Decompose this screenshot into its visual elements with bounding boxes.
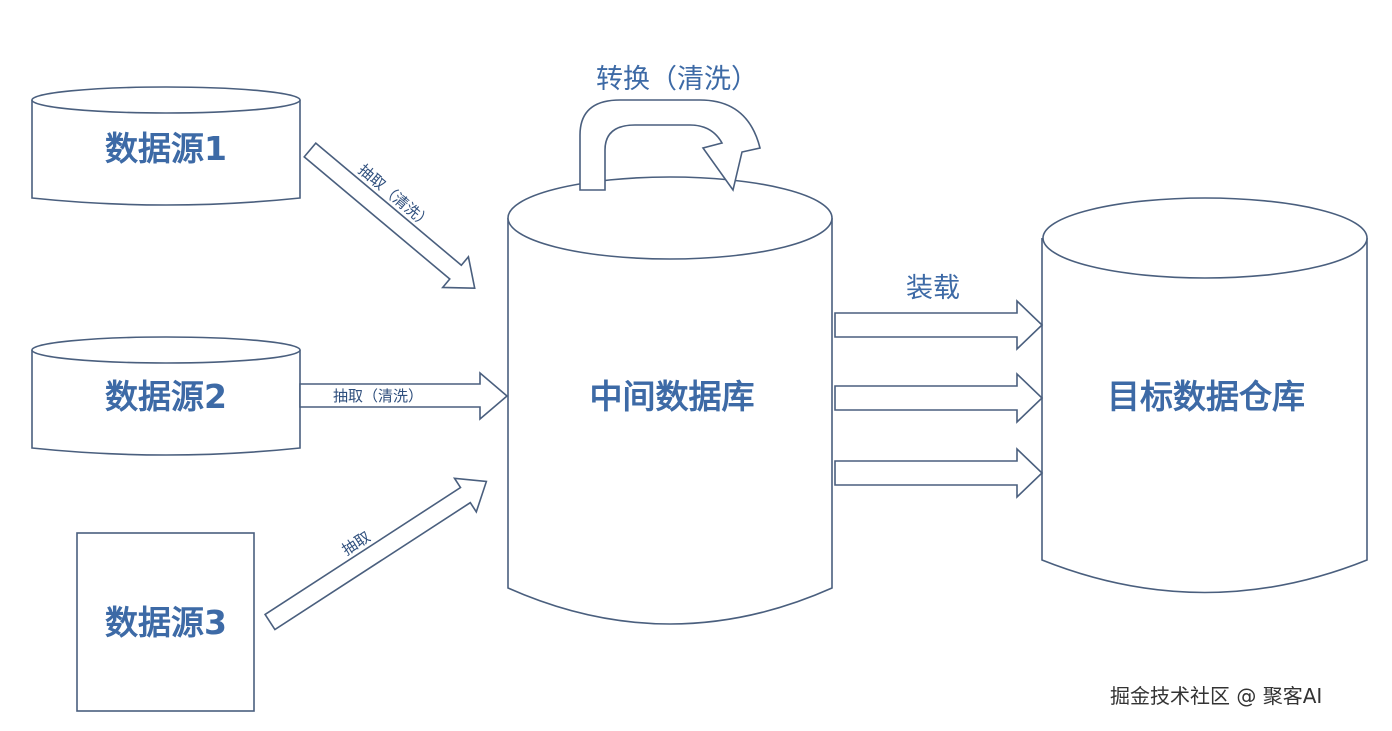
extract-arrow-3: 抽取 <box>263 477 488 631</box>
load-arrows: 装载 <box>834 273 1044 499</box>
source2-cylinder: 数据源2 <box>31 336 301 456</box>
source2-label: 数据源2 <box>105 377 227 416</box>
transform-label: 转换（清洗） <box>596 64 758 95</box>
intermediate-db-cylinder: 中间数据库 <box>507 176 833 625</box>
target-warehouse-label: 目标数据仓库 <box>1107 377 1305 416</box>
load-arrow-2 <box>834 372 1044 424</box>
target-warehouse-cylinder: 目标数据仓库 <box>1041 197 1368 594</box>
load-label: 装载 <box>906 273 960 304</box>
source3-box: 数据源3 <box>76 532 255 712</box>
source1-cylinder: 数据源1 <box>31 86 301 206</box>
extract-arrow-1: 抽取（清洗） <box>303 141 476 290</box>
extract-arrow-2: 抽取（清洗） <box>299 371 509 421</box>
source3-label: 数据源3 <box>105 603 227 642</box>
extract-label-2: 抽取（清洗） <box>333 387 423 405</box>
transform-loop-arrow: 转换（清洗） <box>579 64 761 192</box>
intermediate-db-label: 中间数据库 <box>590 377 755 416</box>
load-arrow-3 <box>834 447 1044 499</box>
watermark-text: 掘金技术社区 @ 聚客AI <box>1110 684 1323 708</box>
source1-label: 数据源1 <box>105 129 227 168</box>
load-arrow-1 <box>834 299 1044 351</box>
